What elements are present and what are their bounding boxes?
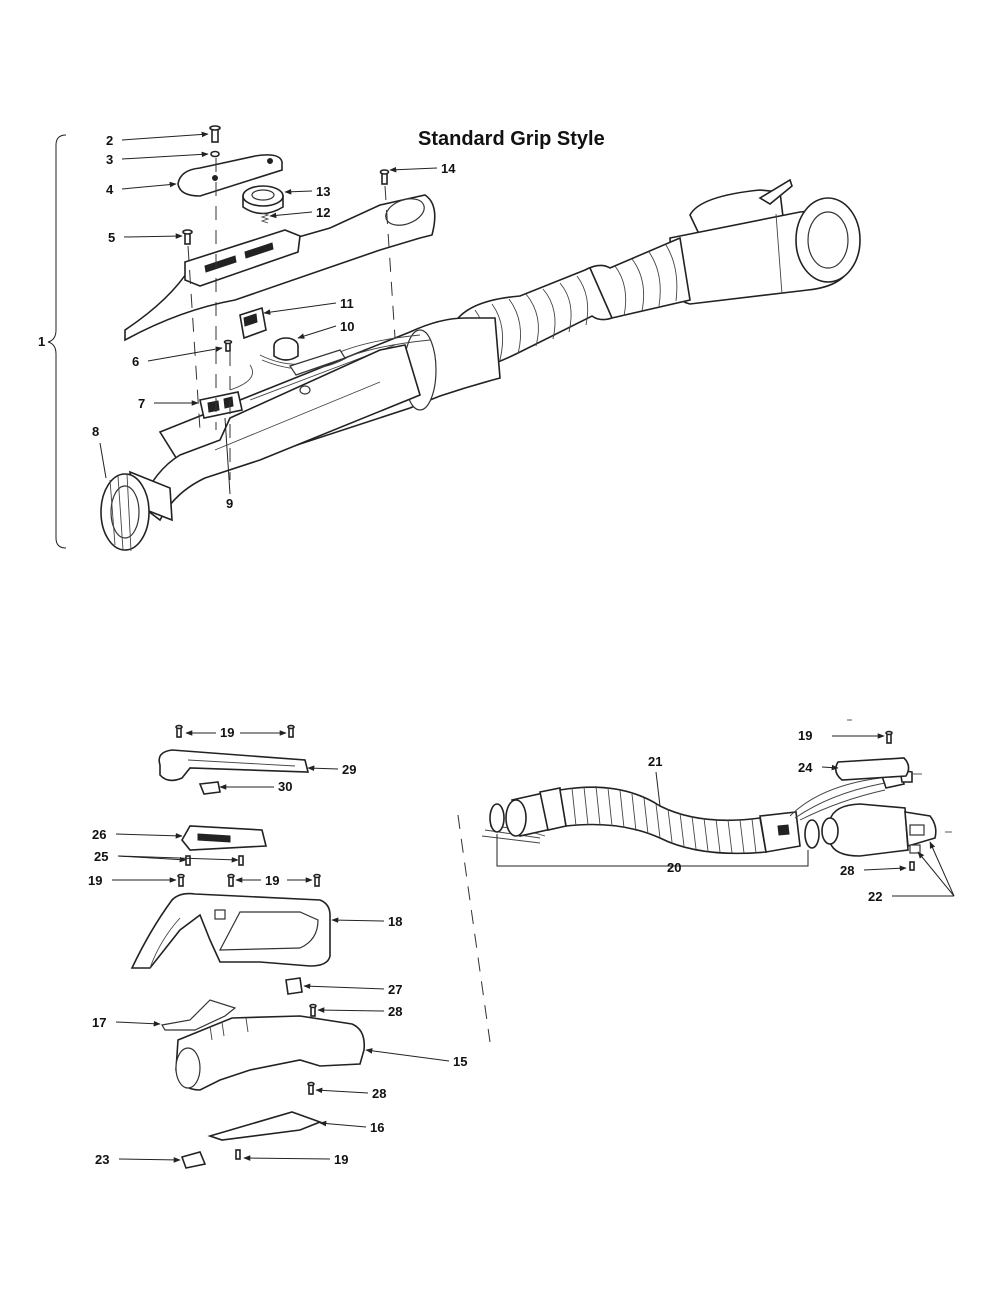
callout-6: 6: [132, 354, 139, 369]
callout-18: 18: [388, 914, 402, 929]
callout-13: 13: [316, 184, 330, 199]
callout-25: 25: [94, 849, 108, 864]
grip-callouts: 19 29 30 26 25 19 19 18 27 28 17 15 28 1…: [88, 725, 467, 1167]
trigger-cover-29: [158, 749, 310, 782]
hose-assembly: [481, 730, 937, 871]
callout-24: 24: [798, 760, 813, 775]
callout-11: 11: [340, 296, 354, 311]
callout-19-mid-right: 19: [265, 873, 279, 888]
callout-19-top: 19: [220, 725, 234, 740]
cover-24: [834, 757, 910, 781]
o-ring-20-left: [489, 803, 505, 833]
screw-19-bottom: [235, 1149, 241, 1160]
latch-27: [285, 977, 303, 995]
button-30: [198, 781, 221, 795]
spring-12: [260, 212, 270, 224]
diagram-title: Standard Grip Style: [418, 128, 605, 150]
callout-2: 2: [106, 133, 113, 148]
o-ring-20-right: [804, 819, 820, 849]
callout-9: 9: [226, 496, 233, 511]
callout-17: 17: [92, 1015, 106, 1030]
screw-6: [223, 339, 233, 352]
callout-19-right: 19: [798, 728, 812, 743]
callout-4: 4: [106, 182, 114, 197]
screw-14: [379, 169, 390, 185]
callout-19-mid-left: 19: [88, 873, 102, 888]
callout-20: 20: [667, 860, 681, 875]
grip-exploded-view: [130, 724, 491, 1169]
switch-10: [229, 334, 431, 391]
switch-plate: [184, 229, 301, 287]
screw-19-top-right: [287, 724, 295, 738]
screw-25-b: [238, 855, 244, 866]
grip-base-15: [175, 1015, 366, 1091]
callout-7: 7: [138, 396, 145, 411]
callout-3: 3: [106, 152, 113, 167]
screw-28-right: [909, 861, 915, 871]
hose-cuff-left: [505, 787, 567, 837]
ribbed-hose-21: [559, 786, 767, 855]
screw-19-mid-a: [177, 873, 185, 887]
callout-29: 29: [342, 762, 356, 777]
washer-3: [210, 150, 220, 158]
screw-28-lower: [307, 1081, 315, 1095]
callout-28-lower: 28: [372, 1086, 386, 1101]
screw-19-mid-b: [227, 873, 235, 887]
screw-19-mid-c: [313, 873, 321, 887]
hose-end-housing: [669, 178, 861, 305]
assembly-bracket: [47, 134, 67, 549]
callout-28-upper: 28: [388, 1004, 402, 1019]
callout-22: 22: [868, 889, 882, 904]
lower-housing: [139, 344, 421, 522]
callout-28-right: 28: [840, 863, 854, 878]
callout-27: 27: [388, 982, 402, 997]
upper-callouts: 1 2 3 4 5 6 7 8 9 10 11 12 13 14: [38, 131, 456, 511]
callout-1: 1: [38, 334, 45, 349]
callout-30: 30: [278, 779, 292, 794]
block-23: [180, 1151, 207, 1169]
screw-5: [182, 229, 193, 245]
screw-19-right: [885, 730, 893, 744]
connector-22: [821, 803, 937, 857]
callout-12: 12: [316, 205, 330, 220]
plate-16: [207, 1111, 323, 1141]
callout-8: 8: [92, 424, 99, 439]
knob-13: [242, 185, 284, 215]
callout-21: 21: [648, 754, 662, 769]
screw-28-upper: [309, 1003, 317, 1017]
upper-shell: [124, 194, 436, 342]
switch-11: [239, 306, 267, 340]
screw-19-top-left: [175, 724, 183, 738]
hose-callouts: 19 21 24 20 28 22: [648, 728, 955, 904]
callout-16: 16: [370, 1120, 384, 1135]
nozzle-ring: [100, 470, 173, 552]
upper-assembly: [47, 125, 861, 552]
callout-14: 14: [441, 161, 456, 176]
screw-25-a: [185, 855, 191, 866]
callout-23: 23: [95, 1152, 109, 1167]
callout-15: 15: [453, 1054, 467, 1069]
callout-5: 5: [108, 230, 115, 245]
callout-26: 26: [92, 827, 106, 842]
corrugated-hose: [454, 236, 691, 371]
spring-clip-17: [161, 999, 237, 1031]
callout-19-bottom: 19: [334, 1152, 348, 1167]
screw-2: [209, 125, 221, 143]
callout-10: 10: [340, 319, 354, 334]
top-cap: [177, 154, 283, 197]
